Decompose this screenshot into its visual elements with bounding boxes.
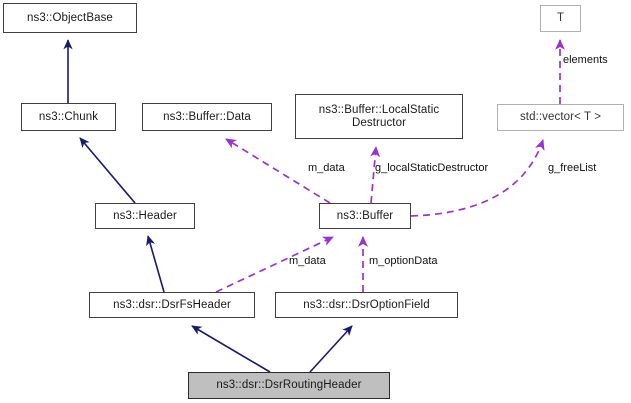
- edge-buffer-localstaticdestructor: [370, 146, 381, 204]
- edge-header-chunk: [79, 137, 136, 204]
- edge-dsrfsheader-buffer: [215, 236, 334, 293]
- class-node-ns3-buffer-data[interactable]: ns3::Buffer::Data: [142, 103, 272, 131]
- class-node-std-vector[interactable]: std::vector< T >: [497, 104, 624, 131]
- edge-label-g-localstaticdestructor: g_localStaticDestructor: [375, 162, 489, 174]
- edge-dsrroutingheader-dsrfsheader: [191, 325, 271, 373]
- class-node-ns3-dsr-dsroptionfield[interactable]: ns3::dsr::DsrOptionField: [275, 292, 458, 318]
- edge-label-elements: elements: [563, 54, 608, 66]
- class-node-ns3-objectbase[interactable]: ns3::ObjectBase: [3, 3, 137, 33]
- edge-dsrfsheader-header: [146, 235, 165, 293]
- class-node-ns3-dsr-dsrfsheader[interactable]: ns3::dsr::DsrFsHeader: [89, 292, 255, 318]
- class-node-ns3-buffer[interactable]: ns3::Buffer: [319, 203, 411, 229]
- class-node-ns3-buffer-localstaticdestructor[interactable]: ns3::Buffer::LocalStatic Destructor: [295, 94, 463, 139]
- edge-buffer-stdvector: [410, 139, 545, 217]
- edge-dsrroutingheader-dsroptionfield: [309, 325, 353, 373]
- class-node-ns3-dsr-dsrroutingheader[interactable]: ns3::dsr::DsrRoutingHeader: [188, 372, 390, 399]
- class-node-ns3-header[interactable]: ns3::Header: [95, 203, 195, 229]
- edge-buffer-bufferdata: [225, 138, 331, 204]
- class-node-t[interactable]: T: [540, 5, 581, 32]
- edge-label-m-optiondata: m_optionData: [369, 255, 438, 267]
- edge-label-g-freelist: g_freeList: [548, 162, 597, 174]
- edge-label-m-data-top: m_data: [308, 162, 345, 174]
- edge-label-m-data-bottom: m_data: [289, 255, 326, 267]
- class-node-ns3-chunk[interactable]: ns3::Chunk: [21, 103, 116, 131]
